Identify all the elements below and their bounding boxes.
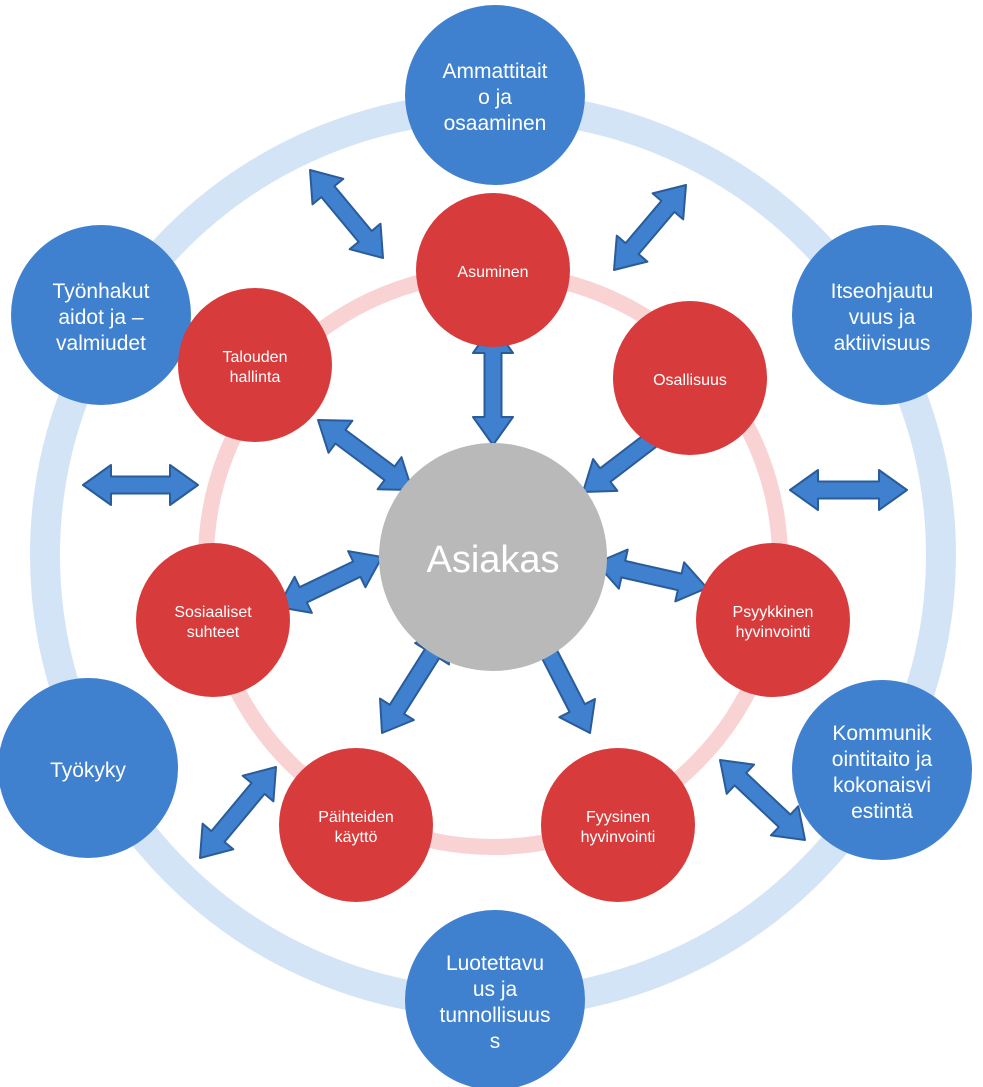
center-node-asiakas-label-line: Asiakas <box>426 539 559 581</box>
inner-node-fyysinen-circle <box>541 748 695 902</box>
inner-node-psyykkinen: Psyykkinen hyvinvointi <box>696 543 850 697</box>
arrow-inner-paihteiden <box>379 629 450 734</box>
outer-node-ammattitaito: Ammattitait o ja osaaminen <box>405 5 585 185</box>
outer-node-luotettavuus-label-line: s <box>490 1030 501 1053</box>
inner-node-osallisuus: Osallisuus <box>613 301 767 455</box>
arrow-outer-luotettavuus <box>719 759 806 841</box>
outer-node-tyonhakutaidot-label-line: Työnhakut <box>53 280 150 303</box>
outer-node-luotettavuus: Luotettavu us ja tunnollisuus s <box>405 910 585 1087</box>
outer-node-ammattitaito-label-line: Ammattitait <box>442 60 547 83</box>
inner-node-fyysinen-label-line: hyvinvointi <box>581 829 656 846</box>
outer-node-itseohjautuvuus-label-line: aktiivisuus <box>834 332 931 355</box>
arrow-outer-tyonhakutaidot <box>82 464 199 506</box>
inner-node-psyykkinen-circle <box>696 543 850 697</box>
outer-node-ammattitaito-label: Ammattitait o ja osaaminen <box>442 60 547 135</box>
inner-node-talouden-label-line: Talouden <box>223 349 288 366</box>
inner-node-sosiaaliset: Sosiaaliset suhteet <box>136 543 290 697</box>
outer-node-luotettavuus-label-line: us ja <box>473 978 518 1001</box>
outer-node-luotettavuus-label: Luotettavu us ja tunnollisuus s <box>440 952 551 1053</box>
outer-node-kommunikointi-label: Kommunik ointitaito ja kokonaisvi estintä <box>832 722 933 823</box>
inner-node-asuminen: Asuminen <box>416 193 570 347</box>
outer-node-kommunikointi: Kommunik ointitaito ja kokonaisvi estintä <box>792 680 972 860</box>
outer-node-itseohjautuvuus-label-line: vuus ja <box>849 306 916 329</box>
inner-node-psyykkinen-label-line: hyvinvointi <box>736 624 811 641</box>
inner-node-talouden-circle <box>178 288 332 442</box>
outer-node-luotettavuus-label-line: tunnollisuus <box>440 1004 551 1027</box>
outer-node-itseohjautuvuus-label: Itseohjautu vuus ja aktiivisuus <box>831 280 934 355</box>
inner-node-paihteiden-label: Päihteiden käyttö <box>318 809 394 846</box>
outer-node-luotettavuus-circle <box>405 910 585 1087</box>
outer-node-itseohjautuvuus-label-line: Itseohjautu <box>831 280 934 303</box>
arrow-inner-sosiaaliset <box>277 550 383 614</box>
inner-node-sosiaaliset-circle <box>136 543 290 697</box>
inner-node-paihteiden-label-line: Päihteiden <box>318 809 394 826</box>
arrow-inner-talouden <box>317 419 413 491</box>
outer-node-tyonhakutaidot-label-line: aidot ja – <box>58 306 144 329</box>
arrow-outer-kommunikointi <box>789 469 908 511</box>
arrow-outer-ammattitaito <box>309 169 384 259</box>
inner-node-fyysinen: Fyysinen hyvinvointi <box>541 748 695 902</box>
center-node-asiakas-label: Asiakas <box>426 539 559 581</box>
inner-node-talouden-label-line: hallinta <box>230 369 281 386</box>
outer-node-tyonhakutaidot-circle <box>11 225 191 405</box>
arrow-outer-tyokyky <box>199 766 277 859</box>
outer-node-kommunikointi-circle <box>792 680 972 860</box>
inner-node-fyysinen-label: Fyysinen hyvinvointi <box>581 809 656 846</box>
inner-node-asuminen-circle <box>416 193 570 347</box>
outer-node-kommunikointi-label-line: estintä <box>851 800 913 823</box>
outer-node-itseohjautuvuus-circle <box>792 225 972 405</box>
outer-node-luotettavuus-label-line: Luotettavu <box>446 952 544 975</box>
outer-node-kommunikointi-label-line: Kommunik <box>832 722 932 745</box>
inner-node-talouden: Talouden hallinta <box>178 288 332 442</box>
outer-node-kommunikointi-label-line: kokonaisvi <box>833 774 931 797</box>
inner-node-sosiaaliset-label: Sosiaaliset suhteet <box>174 604 252 641</box>
outer-node-tyokyky-label-line: Työkyky <box>50 759 126 782</box>
outer-node-tyonhakutaidot-label: Työnhakut aidot ja – valmiudet <box>53 280 150 355</box>
inner-node-asuminen-label: Asuminen <box>457 264 528 281</box>
inner-node-osallisuus-label: Osallisuus <box>653 372 727 389</box>
inner-node-osallisuus-label-line: Osallisuus <box>653 372 727 389</box>
inner-node-paihteiden-label-line: käyttö <box>335 829 378 846</box>
inner-node-psyykkinen-label-line: Psyykkinen <box>733 604 814 621</box>
inner-node-asuminen-label-line: Asuminen <box>457 264 528 281</box>
inner-node-sosiaaliset-label-line: Sosiaaliset <box>174 604 252 621</box>
inner-node-sosiaaliset-label-line: suhteet <box>187 624 240 641</box>
inner-node-paihteiden-circle <box>279 748 433 902</box>
center-node-asiakas: Asiakas <box>379 443 607 671</box>
outer-node-tyonhakutaidot-label-line: valmiudet <box>56 332 146 355</box>
arrow-inner-psyykkinen <box>595 548 708 603</box>
outer-node-ammattitaito-label-line: osaaminen <box>444 112 547 135</box>
arrows <box>82 169 908 859</box>
outer-node-tyokyky-circle <box>0 678 178 858</box>
inner-node-fyysinen-label-line: Fyysinen <box>586 809 650 826</box>
center-node-asiakas-circle <box>379 443 607 671</box>
outer-node-tyokyky-label: Työkyky <box>50 759 126 782</box>
inner-node-psyykkinen-label: Psyykkinen hyvinvointi <box>733 604 814 641</box>
outer-node-kommunikointi-label-line: ointitaito ja <box>832 748 933 771</box>
inner-node-talouden-label: Talouden hallinta <box>223 349 288 386</box>
outer-node-tyonhakutaidot: Työnhakut aidot ja – valmiudet <box>11 225 191 405</box>
outer-node-tyokyky: Työkyky <box>0 678 178 858</box>
outer-node-ammattitaito-circle <box>405 5 585 185</box>
inner-node-osallisuus-circle <box>613 301 767 455</box>
inner-node-paihteiden: Päihteiden käyttö <box>279 748 433 902</box>
arrow-outer-itseohjautuvuus <box>613 184 687 271</box>
outer-node-ammattitaito-label-line: o ja <box>478 86 512 109</box>
outer-node-itseohjautuvuus: Itseohjautu vuus ja aktiivisuus <box>792 225 972 405</box>
